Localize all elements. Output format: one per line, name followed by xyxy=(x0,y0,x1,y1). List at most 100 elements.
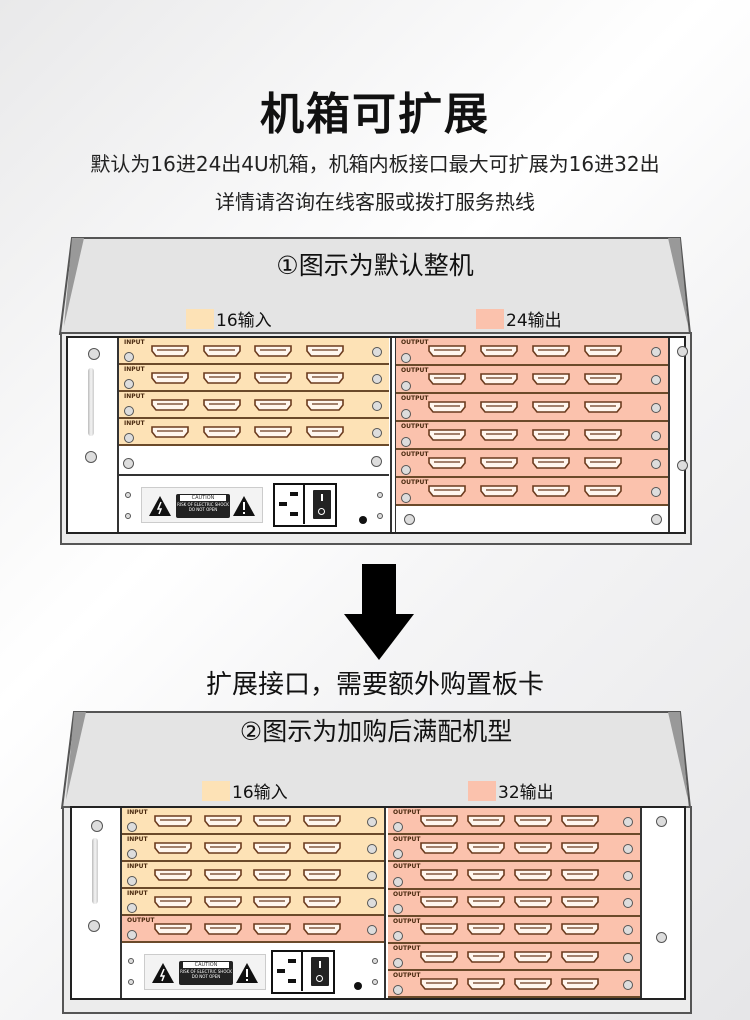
screw-icon xyxy=(124,433,134,443)
power-switch[interactable] xyxy=(311,956,330,986)
divider xyxy=(117,338,119,532)
hdmi-port-icon xyxy=(202,425,241,438)
chassis-title: ①图示为默认整机 xyxy=(276,251,474,280)
screw-icon xyxy=(677,346,688,357)
hdmi-port-icon xyxy=(532,345,570,357)
card-output: OUTPUT xyxy=(388,944,640,972)
card-label: OUTPUT xyxy=(393,809,421,816)
card-label: INPUT xyxy=(124,420,145,427)
card-label: INPUT xyxy=(127,809,148,816)
hdmi-port-icon xyxy=(254,371,292,384)
hdmi-port-icon xyxy=(561,841,599,854)
screw-icon xyxy=(367,870,377,881)
screw-icon xyxy=(401,493,411,503)
card-label: OUTPUT xyxy=(393,890,421,898)
hdmi-port-icon xyxy=(420,977,458,990)
hdmi-port-icon xyxy=(154,814,192,827)
card-label: OUTPUT xyxy=(401,395,429,402)
legend-label: 32输出 xyxy=(498,783,554,803)
hdmi-port-icon xyxy=(203,895,242,908)
hdmi-port-icon xyxy=(514,977,552,990)
screw-icon xyxy=(123,458,134,469)
ground-terminal-icon xyxy=(359,516,367,524)
screw-icon xyxy=(85,451,97,463)
screw-icon xyxy=(623,952,633,963)
hdmi-port-icon xyxy=(428,457,466,469)
warning-icon xyxy=(236,962,258,983)
legend-label: 24输出 xyxy=(506,311,562,331)
card-label: OUTPUT xyxy=(401,479,429,486)
screw-icon xyxy=(393,822,403,833)
legend-label: 16输入 xyxy=(216,311,272,331)
power-inlet-icon xyxy=(273,951,304,991)
hdmi-port-icon xyxy=(253,922,291,935)
expansion-note: 扩展接口，需要额外购置板卡 xyxy=(205,670,544,700)
hdmi-port-icon xyxy=(151,398,189,411)
legend-swatch-output xyxy=(468,780,496,801)
power-switch[interactable] xyxy=(312,490,331,519)
hdmi-port-icon xyxy=(302,841,341,854)
hdmi-port-icon xyxy=(467,841,505,854)
screw-icon xyxy=(372,979,378,986)
screw-icon xyxy=(372,346,382,357)
card-input: INPUT xyxy=(119,338,389,365)
legend-output: 32输出 xyxy=(468,778,554,803)
card-output: OUTPUT xyxy=(396,450,668,478)
screw-icon xyxy=(656,932,667,943)
card-label: OUTPUT xyxy=(401,367,429,374)
card-label: OUTPUT xyxy=(393,972,421,980)
hdmi-port-icon xyxy=(302,922,341,935)
hdmi-port-icon xyxy=(584,345,622,357)
hdmi-port-icon xyxy=(305,371,344,384)
screw-icon xyxy=(393,849,403,860)
screw-icon xyxy=(367,897,377,908)
hdmi-port-icon xyxy=(561,896,599,908)
card-output: OUTPUT xyxy=(396,394,668,422)
hdmi-port-icon xyxy=(514,841,552,854)
screw-icon xyxy=(124,406,134,416)
hdmi-port-icon xyxy=(428,485,466,497)
subtitle-line-2: 详情请咨询在线客服或拨打服务热线 xyxy=(215,190,535,214)
screw-icon xyxy=(128,979,134,986)
screw-icon xyxy=(91,820,103,832)
hdmi-port-icon xyxy=(420,950,458,963)
hdmi-port-icon xyxy=(532,373,570,385)
page-title: 机箱可扩展 xyxy=(260,89,490,140)
card-label: INPUT xyxy=(124,339,145,346)
hdmi-port-icon xyxy=(480,345,518,357)
screw-icon xyxy=(401,381,411,391)
hdmi-port-icon xyxy=(532,429,570,441)
hdmi-port-icon xyxy=(254,425,292,438)
caution-text: DO NOT OPEN xyxy=(188,507,218,512)
handle xyxy=(88,368,94,436)
screw-icon xyxy=(623,870,633,881)
hdmi-port-icon xyxy=(467,950,505,963)
hdmi-port-icon xyxy=(202,398,241,411)
legend-label: 16输入 xyxy=(232,783,288,803)
hdmi-port-icon xyxy=(154,895,192,908)
screw-icon xyxy=(127,849,137,859)
screw-icon xyxy=(623,979,633,990)
hdmi-port-icon xyxy=(203,841,242,854)
hdmi-port-icon xyxy=(480,401,518,413)
card-output: OUTPUT xyxy=(388,889,640,917)
hdmi-port-icon xyxy=(514,814,552,827)
card-label: OUTPUT xyxy=(393,836,421,844)
card-output: OUTPUT xyxy=(388,835,640,863)
card-label: INPUT xyxy=(127,863,148,870)
power-socket xyxy=(271,949,336,994)
warning-icon xyxy=(233,496,255,516)
divider xyxy=(395,338,396,532)
ground-terminal-icon xyxy=(354,982,362,990)
hdmi-port-icon xyxy=(480,485,518,497)
caution-text: CAUTION xyxy=(180,495,226,501)
hdmi-port-icon xyxy=(253,868,291,881)
hdmi-port-icon xyxy=(154,922,192,935)
hdmi-port-icon xyxy=(514,896,552,908)
card-output: OUTPUT xyxy=(396,338,668,366)
hdmi-port-icon xyxy=(203,868,242,881)
